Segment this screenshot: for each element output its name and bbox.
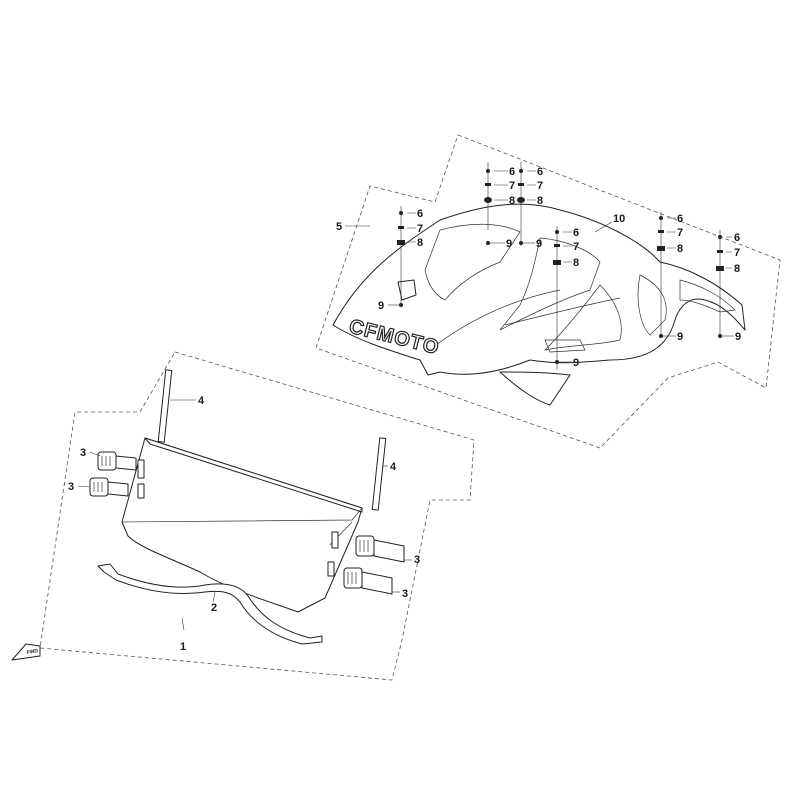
callout-9: 9 [677, 331, 683, 343]
callout-7: 7 [573, 241, 579, 253]
hardware-stack [553, 226, 572, 370]
skid-panel [121, 437, 363, 613]
clip-fastener [343, 567, 393, 595]
hardware-stack [517, 162, 536, 246]
callout-8: 8 [677, 243, 683, 255]
hardware-stack [716, 230, 732, 338]
callout-8: 8 [573, 257, 579, 269]
callout-4: 4 [390, 461, 397, 473]
clip-fastener [355, 535, 405, 563]
callout-6: 6 [573, 227, 579, 239]
front-cover-group-outline [315, 134, 781, 449]
callout-3: 3 [414, 554, 420, 566]
panel-slot [327, 561, 335, 577]
callout-3: 3 [402, 588, 408, 600]
callout-7: 7 [734, 247, 740, 259]
callout-4: 4 [198, 395, 205, 407]
callout-8: 8 [537, 195, 543, 207]
clip-fastener [97, 451, 137, 471]
callout-8: 8 [734, 263, 740, 275]
callout-9: 9 [573, 357, 579, 369]
callout-9: 9 [735, 331, 741, 343]
callout-6: 6 [537, 166, 543, 178]
callout-3: 3 [80, 447, 86, 459]
hardware-stack [657, 212, 676, 338]
rubber-strip [371, 437, 387, 511]
callout-8: 8 [417, 237, 423, 249]
callout-3: 3 [68, 481, 74, 493]
callout-8: 8 [509, 195, 515, 207]
callout-1: 1 [180, 641, 186, 653]
rubber-strip [157, 369, 173, 443]
front-cover: CFMOTO [332, 203, 746, 406]
panel-slot [137, 483, 145, 499]
callout-6: 6 [677, 213, 683, 225]
callout-6: 6 [509, 166, 515, 178]
panel-slot [137, 459, 145, 479]
callout-6: 6 [417, 208, 423, 220]
callout-9: 9 [378, 300, 384, 312]
callout-7: 7 [509, 180, 515, 192]
callout-6: 6 [734, 232, 740, 244]
callout-5: 5 [336, 221, 342, 233]
panel-group-outline [39, 351, 475, 681]
forward-label: FWD [26, 648, 39, 656]
panel-slot [331, 531, 339, 549]
clip-fastener [89, 477, 129, 497]
callout-7: 7 [677, 227, 683, 239]
callout-7: 7 [417, 223, 423, 235]
mounting-bracket [97, 563, 323, 645]
forward-arrow-icon: FWD [11, 643, 41, 661]
hardware-stack [397, 206, 416, 306]
callout-7: 7 [537, 180, 543, 192]
callout-9: 9 [506, 238, 512, 250]
callout-10: 10 [613, 213, 625, 225]
hardware-stack [484, 162, 508, 230]
callout-2: 2 [211, 602, 217, 614]
callout-9: 9 [536, 238, 542, 250]
